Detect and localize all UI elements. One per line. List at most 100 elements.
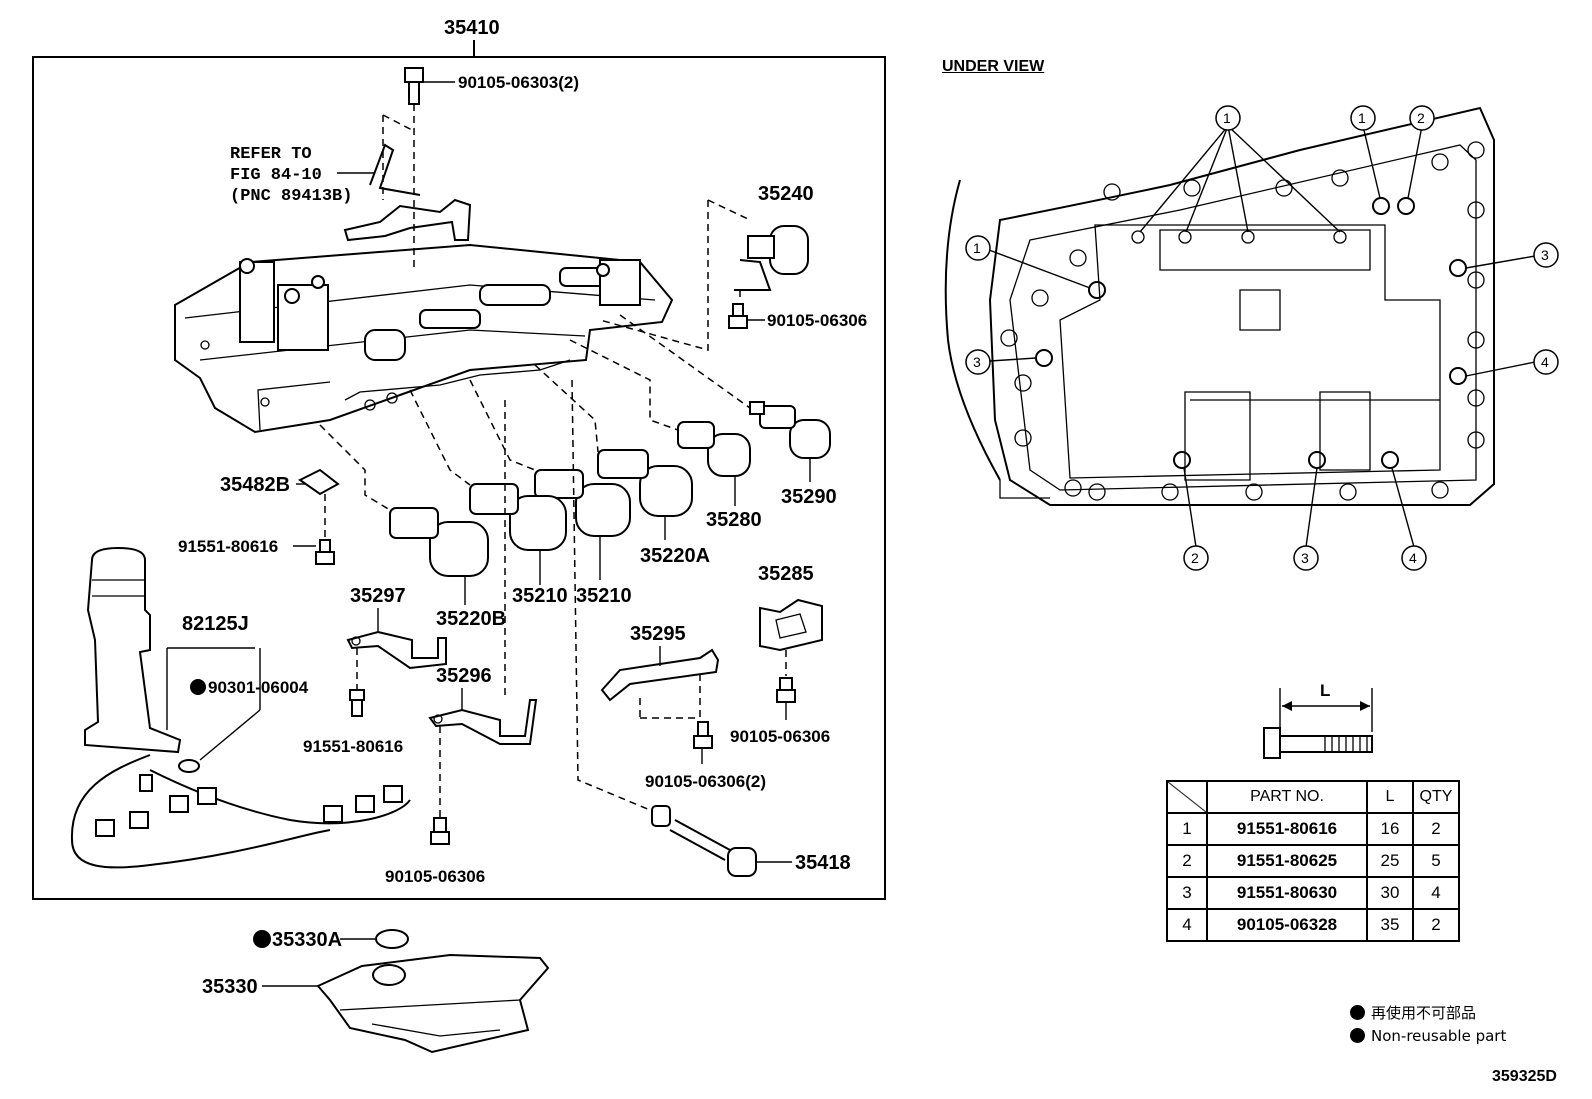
legend-english: Non-reusable part xyxy=(1350,1027,1506,1045)
label-35296: 35296 xyxy=(436,665,492,687)
strainer-35330 xyxy=(262,953,550,1054)
header-length: L xyxy=(1366,780,1414,814)
label-35210-a: 35210 xyxy=(512,585,568,607)
label-35330: 35330 xyxy=(202,976,258,998)
callout-1-left: 1 xyxy=(965,235,991,261)
nonreusable-marker-35330A xyxy=(253,930,271,948)
label-35297: 35297 xyxy=(350,585,406,607)
row-part-no: 91551-80625 xyxy=(1206,844,1368,878)
label-35330A: 35330A xyxy=(272,929,342,951)
header-part-no: PART NO. xyxy=(1206,780,1368,814)
label-35418: 35418 xyxy=(795,852,851,874)
table-row: 1 91551-80616 16 2 xyxy=(1166,812,1460,846)
row-length: 16 xyxy=(1366,812,1414,846)
solenoid-35220A xyxy=(534,364,693,540)
svg-text:3: 3 xyxy=(973,354,981,370)
bolt-90105-06303 xyxy=(404,67,455,270)
assembly-frame xyxy=(32,56,886,900)
svg-text:1: 1 xyxy=(1358,110,1366,126)
row-part-no: 91551-80616 xyxy=(1206,812,1368,846)
svg-text:1: 1 xyxy=(1223,110,1231,126)
row-index: 4 xyxy=(1166,908,1208,942)
callout-3-bottom: 3 xyxy=(1293,545,1319,571)
nonreusable-marker-90301 xyxy=(190,679,206,695)
svg-text:4: 4 xyxy=(1409,550,1417,566)
bolt-91551-80616-b xyxy=(349,689,365,717)
bolt-dimension-sketch xyxy=(1263,688,1373,759)
plate-35295 xyxy=(600,646,720,719)
nonreusable-dot-icon xyxy=(1350,1005,1365,1020)
legend-japanese: 再使用不可部品 xyxy=(1350,1002,1476,1023)
table-row: 2 91551-80625 25 5 xyxy=(1166,844,1460,878)
bolt-90105-06306-2 xyxy=(693,721,713,764)
label-35290: 35290 xyxy=(781,486,837,508)
row-part-no: 91551-80630 xyxy=(1206,876,1368,910)
refer-note-line2: FIG 84-10 xyxy=(230,166,322,185)
callout-2-top: 1 xyxy=(1215,105,1241,131)
row-length: 35 xyxy=(1366,908,1414,942)
bolt-90105-06306-c xyxy=(776,677,796,720)
label-35220B: 35220B xyxy=(436,608,506,630)
solenoid-35210-a xyxy=(409,389,567,585)
header-qty: QTY xyxy=(1412,780,1460,814)
callout-3-left: 3 xyxy=(965,349,991,375)
row-qty: 2 xyxy=(1412,908,1460,942)
solenoid-35220B xyxy=(319,424,489,605)
bolt-90105-06306-a xyxy=(728,303,765,329)
plate-35296 xyxy=(428,400,538,818)
label-90105-06306-b: 90105-06306 xyxy=(385,867,485,886)
o-ring-35330A xyxy=(375,929,409,949)
table-row: 4 90105-06328 35 2 xyxy=(1166,908,1460,942)
row-qty: 4 xyxy=(1412,876,1460,910)
label-35482B: 35482B xyxy=(220,474,290,496)
row-part-no: 90105-06328 xyxy=(1206,908,1368,942)
cover-35285 xyxy=(759,598,823,676)
legend-text-jp: 再使用不可部品 xyxy=(1371,1004,1477,1022)
label-90105-06306-c: 90105-06306 xyxy=(730,727,830,746)
label-90105-06306-a: 90105-06306 xyxy=(767,311,867,330)
row-length: 25 xyxy=(1366,844,1414,878)
refer-note-line1: REFER TO xyxy=(230,145,312,164)
plate-35297 xyxy=(346,608,447,690)
valve-body xyxy=(174,243,674,434)
bolt-spec-table: PART NO. L QTY 1 91551-80616 16 2 2 9155… xyxy=(1166,780,1460,942)
table-row: 3 91551-80630 30 4 xyxy=(1166,876,1460,910)
row-qty: 5 xyxy=(1412,844,1460,878)
solenoid-35240 xyxy=(599,199,809,351)
label-90105-06303: 90105-06303(2) xyxy=(458,73,579,92)
label-35295: 35295 xyxy=(630,623,686,645)
table-corner-cell xyxy=(1166,780,1208,814)
svg-text:1: 1 xyxy=(973,240,981,256)
svg-text:3: 3 xyxy=(1301,550,1309,566)
under-view-pan xyxy=(944,106,1536,548)
row-index: 2 xyxy=(1166,844,1208,878)
table-header-row: PART NO. L QTY xyxy=(1166,780,1460,814)
callout-3-right: 3 xyxy=(1533,242,1559,268)
label-91551-80616-a: 91551-80616 xyxy=(178,537,278,556)
label-90301-06004: 90301-06004 xyxy=(208,678,309,697)
bolt-90105-06306-b xyxy=(430,817,450,845)
callout-4-right: 4 xyxy=(1533,349,1559,375)
nonreusable-dot-icon xyxy=(1350,1028,1365,1043)
callout-2-bottom: 2 xyxy=(1183,545,1209,571)
row-qty: 2 xyxy=(1412,812,1460,846)
bolt-91551-80616-a xyxy=(293,539,335,565)
clip-35482B xyxy=(296,468,340,540)
row-length: 30 xyxy=(1366,876,1414,910)
refer-note-line3: (PNC 89413B) xyxy=(230,187,352,206)
label-90105-06306-2: 90105-06306(2) xyxy=(645,772,766,791)
label-35210-b: 35210 xyxy=(576,585,632,607)
solenoid-35210-b xyxy=(469,379,631,580)
solenoid-35280 xyxy=(569,339,751,506)
illustration-code: 359325D xyxy=(1492,1068,1557,1085)
callout-1-top: 1 xyxy=(1350,105,1376,131)
svg-text:4: 4 xyxy=(1541,354,1549,370)
bolt-dimension-label: L xyxy=(1320,681,1330,700)
row-index: 3 xyxy=(1166,876,1208,910)
assembly-number: 35410 xyxy=(444,17,500,39)
sensor-35418 xyxy=(571,379,792,877)
callout-4-bottom: 4 xyxy=(1401,545,1427,571)
label-35220A: 35220A xyxy=(640,545,710,567)
legend-text-en: Non-reusable part xyxy=(1371,1027,1507,1045)
